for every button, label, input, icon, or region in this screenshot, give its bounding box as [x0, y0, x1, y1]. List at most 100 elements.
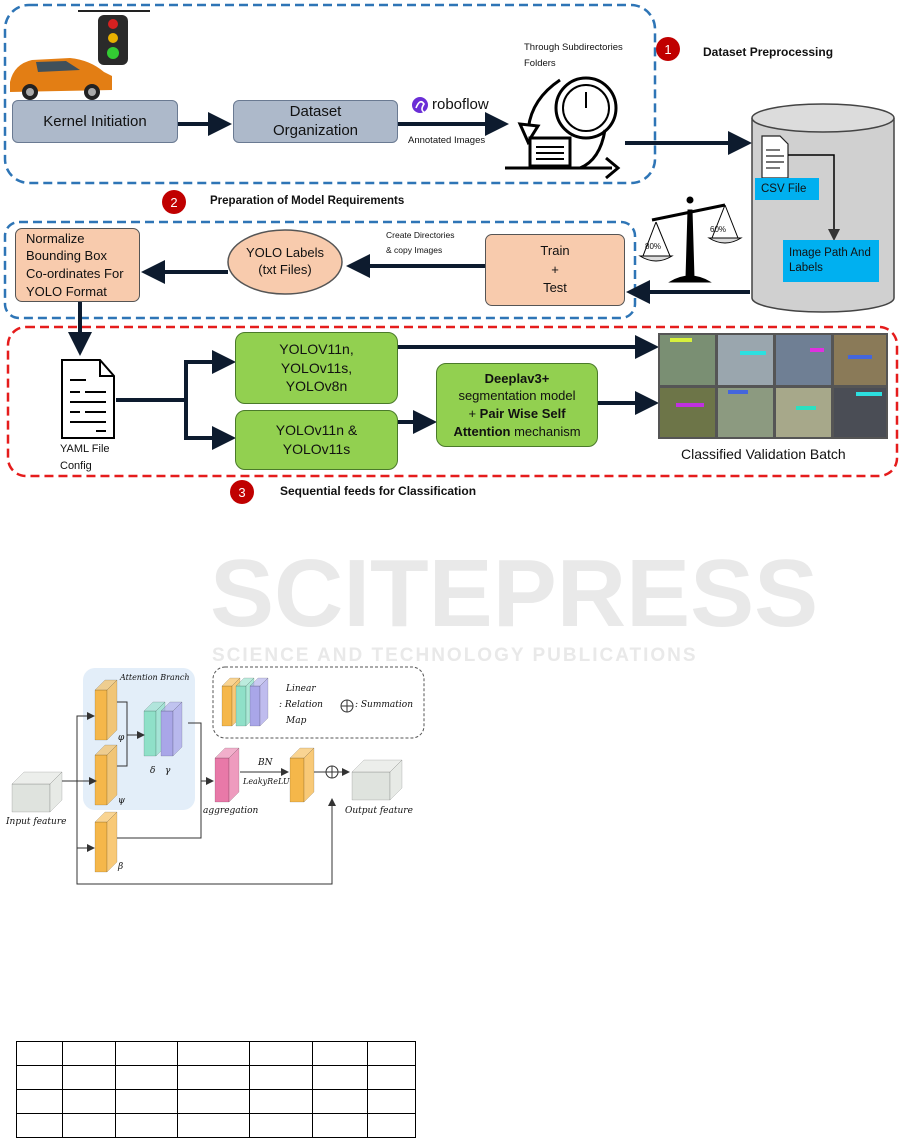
watermark-subtitle: SCIENCE AND TECHNOLOGY PUBLICATIONS [212, 645, 698, 666]
image-path-labels: Image Path And Labels [783, 240, 879, 282]
watermark-title: SCITEPRESS [210, 540, 819, 647]
dataset-organization-line1: Dataset [289, 102, 342, 120]
deeplab-line3: Pair Wise Self [479, 406, 566, 421]
validation-image-grid [658, 333, 888, 439]
summation-text: : Summation [355, 700, 413, 710]
summation-symbol-icon [340, 699, 354, 713]
bn-label: BN [258, 758, 273, 768]
table-cell [115, 1113, 178, 1138]
table-cell [367, 1113, 416, 1138]
stage3-boundary [6, 325, 899, 478]
deeplab-box: Deeplav3+ segmentation model + Pair Wise… [436, 363, 598, 447]
psi-block [94, 744, 118, 806]
legend-line2: : Relation [279, 700, 323, 710]
table-cell [312, 1065, 368, 1090]
traffic-light-icon [78, 10, 150, 65]
models-b-box: YOLOv11n & YOLOv11s [235, 410, 398, 470]
model-a2: YOLOv11s, [280, 359, 353, 376]
normalize-line1: Normalize [26, 230, 85, 246]
stage1-boundary [3, 3, 657, 185]
kernel-initiation-box: Kernel Initiation [12, 100, 178, 143]
csv-file-icon [761, 135, 789, 179]
roboflow-logo-icon [412, 97, 428, 113]
phi-label: φ [118, 733, 125, 743]
test-label: Test [543, 280, 567, 296]
table-cell [312, 1089, 368, 1114]
deeplab-line2: segmentation model [458, 388, 576, 404]
normalize-line4: YOLO Format [26, 283, 107, 299]
model-b1: YOLOv11n & [275, 422, 358, 439]
table-cell [312, 1041, 368, 1066]
attention-branch-label: Attention Branch [120, 673, 190, 682]
aggregation-label: aggregation [203, 806, 259, 816]
kernel-initiation-label: Kernel Initiation [43, 113, 147, 130]
balance-scale-icon [638, 196, 743, 283]
create-directories-line1: Create Directories [386, 230, 455, 240]
table-cell [62, 1089, 116, 1114]
deeplab-plus: + [468, 406, 480, 421]
validation-label: Classified Validation Batch [681, 446, 846, 462]
train-label: Train [540, 242, 570, 258]
gamma-label: γ [165, 766, 171, 776]
stage1-title: Dataset Preprocessing [703, 45, 834, 59]
table-cell [177, 1113, 250, 1138]
empty-table [16, 1041, 416, 1138]
yaml-label-line2: Config [60, 460, 92, 472]
subdirectories-line2: Folders [524, 58, 556, 69]
table-cell [115, 1041, 178, 1066]
table-cell [249, 1113, 313, 1138]
table-row [16, 1089, 416, 1114]
table-row [16, 1041, 416, 1066]
scale-left-label: 80% [645, 242, 662, 251]
table-cell [62, 1113, 116, 1138]
yaml-document-icon [61, 359, 115, 439]
relu-output-block [289, 747, 315, 803]
table-cell [177, 1041, 250, 1066]
table-cell [16, 1041, 63, 1066]
gamma-block [160, 701, 183, 757]
table-cell [177, 1089, 250, 1114]
stage3-title: Sequential feeds for Classification [280, 484, 477, 498]
legend-line1: Linear [286, 684, 316, 694]
table-cell [16, 1089, 63, 1114]
table-cell [62, 1065, 116, 1090]
annotated-images-label: Annotated Images [408, 135, 486, 146]
clock-cycle-icon [505, 76, 621, 180]
deeplab-title: Deeplav3+ [484, 370, 550, 386]
normalize-line3: Co-ordinates For [26, 266, 124, 281]
table-cell [16, 1065, 63, 1090]
car-icon [10, 58, 112, 100]
legend-line3: Map [286, 716, 307, 726]
delta-label: δ [150, 766, 156, 776]
beta-block [94, 811, 118, 873]
normalize-line2: Bounding Box [26, 248, 107, 264]
dataset-organization-box: Dataset Organization [233, 100, 398, 143]
leaky-relu-label: LeakyReLU [243, 777, 290, 786]
stage2-boundary [3, 220, 637, 320]
stage1-badge: 1 [656, 37, 680, 61]
table-cell [367, 1041, 416, 1066]
table-row [16, 1113, 416, 1138]
create-directories-line2: & copy Images [386, 245, 443, 255]
table-cell [367, 1065, 416, 1090]
csv-file-label: CSV File [755, 178, 819, 200]
table-cell [115, 1089, 178, 1114]
roboflow-label: roboflow [432, 96, 489, 113]
beta-label: β [118, 862, 124, 872]
yolo-labels-line1: YOLO Labels [245, 245, 325, 261]
deeplab-line4-rest: mechanism [510, 423, 581, 439]
normalize-box: Normalize Bounding Box Co-ordinates For … [15, 228, 140, 302]
table-cell [62, 1041, 116, 1066]
table-cell [249, 1089, 313, 1114]
output-feature-cube [351, 759, 403, 801]
table-cell [367, 1089, 416, 1114]
model-a1: YOLOV11n, [279, 340, 354, 357]
output-feature-label: Output feature [345, 806, 413, 816]
train-test-box: Train + Test [485, 234, 625, 306]
model-a3: YOLOv8n [285, 378, 348, 395]
input-feature-cube [11, 771, 63, 813]
scale-right-label: 60% [710, 225, 727, 234]
table-cell [115, 1065, 178, 1090]
